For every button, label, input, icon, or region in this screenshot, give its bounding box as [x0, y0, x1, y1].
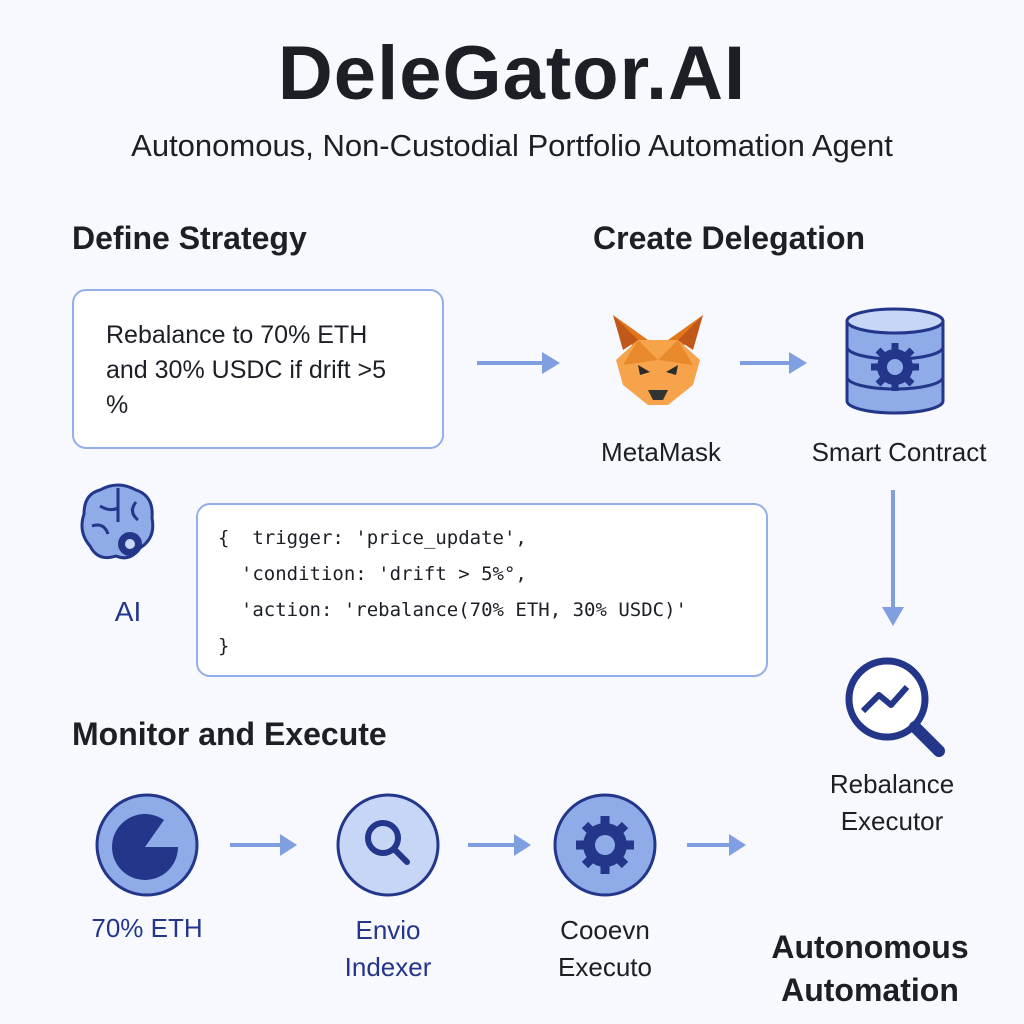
cooevn-executo-label: Cooevn Executo [558, 912, 652, 986]
code-line: { trigger: 'price_update', [218, 527, 527, 549]
label-line: Envio [355, 915, 421, 945]
ai-brain-icon [80, 483, 155, 560]
create-delegation-heading: Create Delegation [593, 220, 866, 256]
smart-contract-database-icon [845, 307, 945, 415]
label-line: Autonomous [771, 929, 969, 965]
rebalance-executor-label: Rebalance Executor [830, 766, 954, 840]
code-line: 'condition: 'drift > 5%°, [218, 563, 527, 585]
autonomous-automation-label: Autonomous Automation [771, 926, 968, 1012]
eth-label: 70% ETH [91, 913, 203, 943]
ai-label: AI [114, 596, 142, 627]
metamask-fox-icon [613, 315, 703, 405]
arrow-head [882, 607, 904, 626]
label-line: Executor [840, 806, 944, 836]
code-line: 'action: 'rebalance(70% ETH, 30% USDC)' [218, 599, 687, 621]
arrow-head [789, 352, 807, 374]
eth-allocation-pie-icon [95, 793, 199, 897]
label-line: Indexer [344, 952, 432, 982]
arrow-head [542, 352, 560, 374]
strategy-line: and 30% USDC if drift >5 [106, 356, 386, 384]
metamask-label: MetaMask [601, 437, 721, 467]
arrow-head [729, 834, 746, 856]
arrow-head [514, 834, 531, 856]
arrow-head [280, 834, 297, 856]
label-line: Automation [781, 972, 959, 1008]
code-box [196, 503, 768, 677]
label-line: Executo [558, 952, 652, 982]
monitor-execute-heading: Monitor and Execute [72, 716, 387, 752]
strategy-code: { trigger: 'price_update', 'condition: '… [218, 520, 758, 664]
define-strategy-heading: Define Strategy [72, 220, 307, 256]
envio-indexer-label: Envio Indexer [345, 912, 432, 986]
strategy-box [72, 289, 444, 449]
executor-gear-icon [553, 793, 657, 897]
label-line: Rebalance [829, 769, 955, 799]
strategy-line: Rebalance to 70% ETH [106, 321, 368, 349]
strategy-line: % [106, 391, 129, 419]
code-line: } [218, 635, 230, 657]
strategy-text: Rebalance to 70% ETH and 30% USDC if dri… [106, 318, 426, 423]
app-subtitle: Autonomous, Non-Custodial Portfolio Auto… [131, 128, 893, 163]
envio-search-icon [336, 793, 440, 897]
chart-magnifier-icon [845, 657, 945, 757]
label-line: Cooevn [560, 915, 650, 945]
smart-contract-label: Smart Contract [811, 437, 987, 467]
app-title: DeleGator.AI [277, 31, 747, 116]
